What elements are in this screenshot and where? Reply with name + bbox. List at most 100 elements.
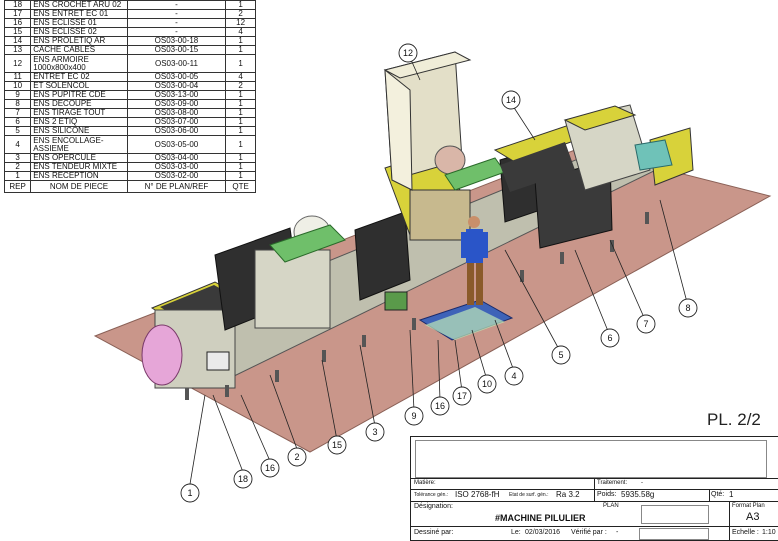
balloon-item: 5 (551, 345, 571, 365)
balloon-label: 2 (294, 452, 299, 462)
bom-name-cell: ENS CROCHET ARU 02 (30, 0, 128, 10)
output-tray (634, 139, 673, 171)
bom-rep-cell: 12 (3, 54, 32, 73)
bom-ref-cell: OS03-13-00 (126, 90, 227, 100)
balloon-circle (404, 406, 424, 426)
bom-ref-cell: - (126, 9, 227, 19)
dessine-label: Dessiné par: (414, 529, 454, 536)
balloon-label: 16 (265, 463, 275, 473)
bom-qty-cell: 1 (225, 126, 256, 136)
balloon-label: 14 (506, 95, 516, 105)
bom-qty-cell: 1 (225, 90, 256, 100)
bom-ref-cell: OS03-00-05 (126, 72, 227, 82)
surface-value: Ra 3.2 (556, 490, 580, 499)
balloon-circle (327, 435, 347, 455)
balloon-item: 16 (260, 458, 280, 478)
format-value: A3 (746, 511, 760, 523)
balloon-circle (180, 483, 200, 503)
balloon-item: 18 (233, 469, 253, 489)
bom-qty-cell: 1 (225, 117, 256, 127)
bom-name-cell: ENS PUPITRE CDE (30, 90, 128, 100)
balloon-circle (430, 396, 450, 416)
balloon-label: 18 (238, 474, 248, 484)
balloon-item: 10 (477, 374, 497, 394)
bom-ref-cell: OS03-03-00 (126, 162, 227, 172)
balloon-label: 10 (482, 379, 492, 389)
bom-name-cell: ENS DECOUPE (30, 99, 128, 109)
bom-name-cell: ENS TENDEUR MIXTE (30, 162, 128, 172)
bom-qty-cell: 4 (225, 72, 256, 82)
balloon-label: 5 (558, 350, 563, 360)
balloon-circle (551, 345, 571, 365)
verifie-value: - (616, 529, 619, 536)
bom-name-cell: ENS PROLETIQ AR (30, 36, 128, 46)
bom-name-cell: ENS ENCOLLAGE-ASSIEME (30, 135, 128, 154)
operator-figure-icon (461, 216, 488, 305)
balloon-label: 3 (372, 427, 377, 437)
balloon-label: 6 (607, 333, 612, 343)
redacted-plan (641, 505, 709, 524)
bom-qty-cell: 1 (225, 135, 256, 154)
le-value: 02/03/2016 (525, 529, 561, 536)
traitement-label: Traitement: (597, 480, 628, 486)
bom-rep-cell: 15 (3, 27, 32, 37)
bom-header-ref: N° DE PLAN/REF (126, 180, 227, 193)
bom-rep-cell: 2 (3, 162, 32, 172)
balloon-label: 9 (411, 411, 416, 421)
bom-qty-cell: 1 (225, 54, 256, 73)
labeller-grid (500, 142, 575, 192)
bom-ref-cell: OS03-06-00 (126, 126, 227, 136)
bom-ref-cell: OS03-00-11 (126, 54, 227, 73)
bom-ref-cell: OS03-04-00 (126, 153, 227, 163)
bom-rep-cell: 16 (3, 18, 32, 28)
bom-name-cell: ET SOLENCOL (30, 81, 128, 91)
poids-value: 5935.58g (621, 490, 655, 499)
qte-label: Qté: (711, 491, 725, 498)
qte-value: 1 (729, 490, 734, 499)
cabinet-door (384, 68, 413, 191)
bom-name-cell: ENS RECEPTION (30, 171, 128, 181)
bom-rep-cell: 13 (3, 45, 32, 55)
bom-rep-cell: 5 (3, 126, 32, 136)
balloon-item: 15 (327, 435, 347, 455)
balloon-circle (398, 43, 418, 63)
format-label: Format Plan (732, 503, 765, 509)
bom-rep-cell: 8 (3, 99, 32, 109)
bom-qty-cell: 1 (225, 162, 256, 172)
bom-ref-cell: OS03-02-00 (126, 171, 227, 181)
bom-qty-cell: 2 (225, 81, 256, 91)
balloon-item: 9 (404, 406, 424, 426)
balloon-label: 15 (332, 440, 342, 450)
balloon-item: 14 (501, 90, 521, 110)
bom-qty-cell: 2 (225, 9, 256, 19)
bom-qty-cell: 1 (225, 36, 256, 46)
balloon-item: 16 (430, 396, 450, 416)
guard-mid (354, 211, 411, 301)
tolerance-value: ISO 2768-fH (455, 490, 500, 499)
control-desk (384, 291, 408, 311)
bom-qty-cell: 4 (225, 27, 256, 37)
balloon-label: 1 (187, 488, 192, 498)
echelle-value: 1:10 (762, 529, 776, 536)
plate-number: PL. 2/2 (707, 410, 761, 429)
balloon-circle (233, 469, 253, 489)
echelle-label: Echelle : (732, 529, 759, 536)
balloon-item: 12 (398, 43, 418, 63)
bom-header-name: NOM DE PIECE (30, 180, 128, 193)
le-label: Le: (511, 529, 521, 536)
balloon-item: 17 (452, 386, 472, 406)
